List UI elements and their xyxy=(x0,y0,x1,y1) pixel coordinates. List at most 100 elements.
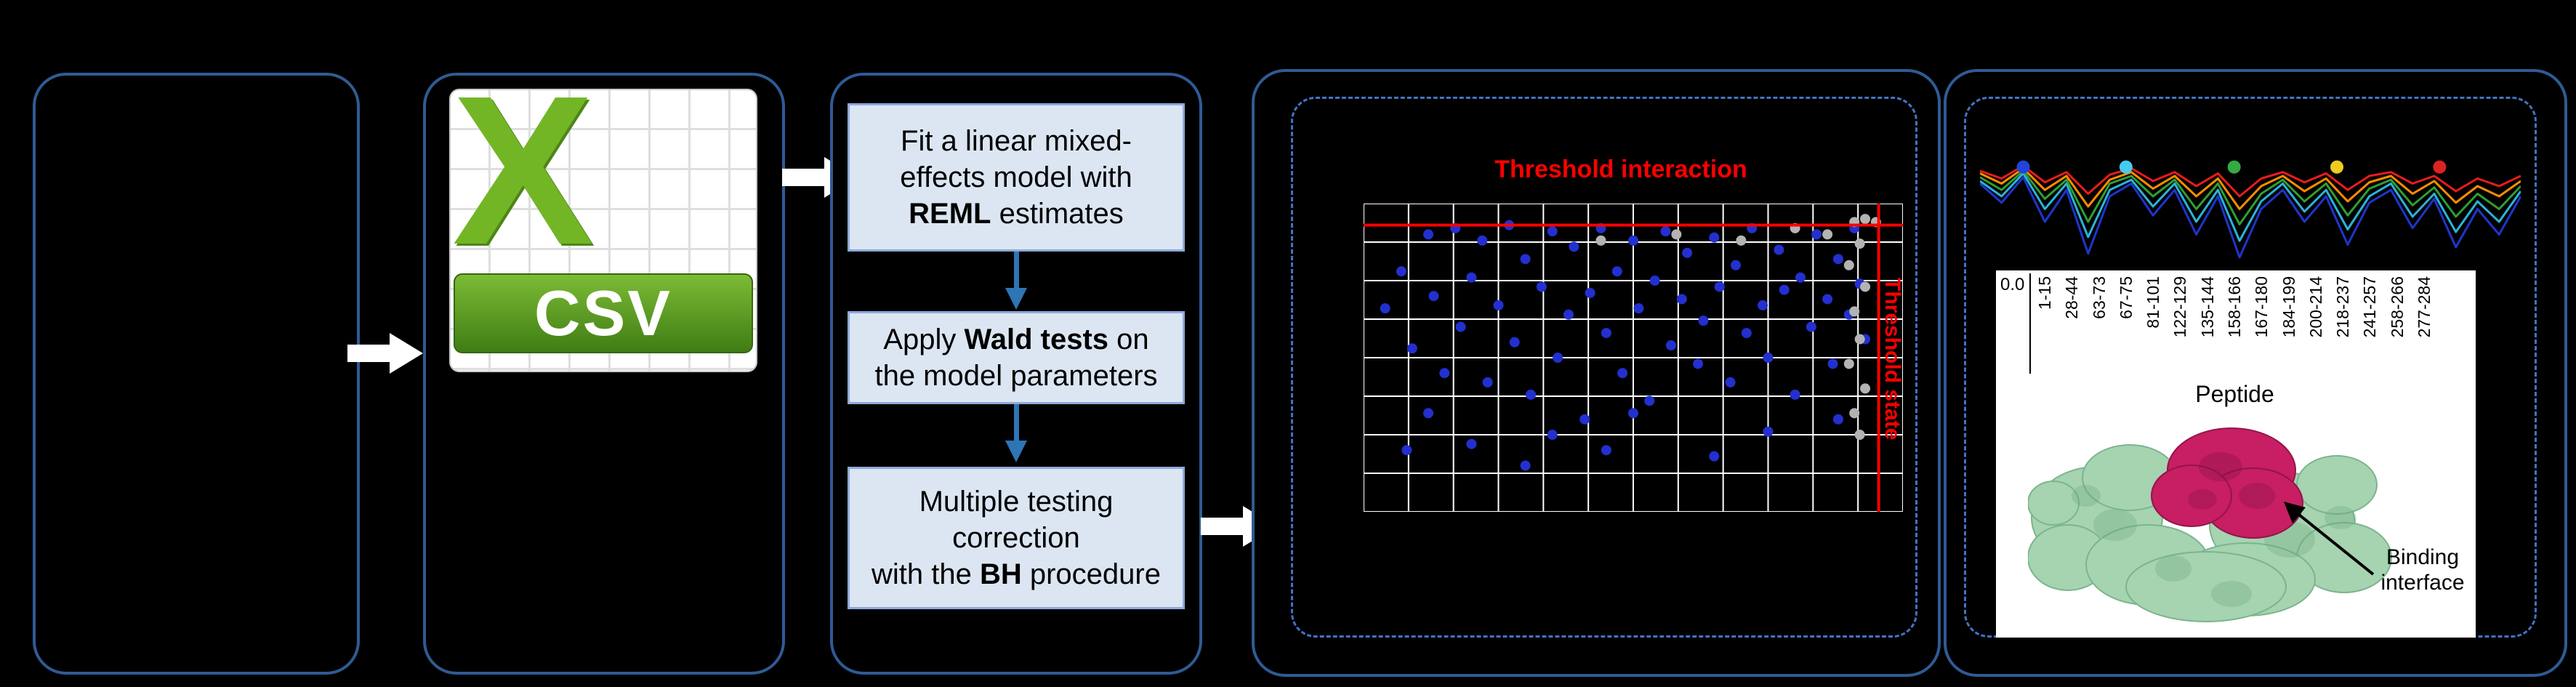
scatter-point-significant xyxy=(1730,260,1741,270)
scatter-point-significant xyxy=(1676,294,1687,305)
scatter-point-significant xyxy=(1406,343,1417,354)
scatter-point-non-significant xyxy=(1843,358,1854,369)
peptide-tick: 158-166 xyxy=(2224,276,2244,338)
scatter-point-significant xyxy=(1439,368,1450,379)
scatter-point-significant xyxy=(1806,321,1816,332)
scatter-point-significant xyxy=(1774,244,1784,255)
scatter-point-non-significant xyxy=(1854,430,1865,440)
scatter-point-significant xyxy=(1832,414,1843,425)
csv-banner-label: CSV xyxy=(534,277,672,349)
scatter-point-non-significant xyxy=(1849,306,1860,317)
scatter-point-non-significant xyxy=(1854,238,1865,249)
scatter-point-significant xyxy=(1714,281,1725,292)
step-box-wald: Apply Wald tests on the model parameters xyxy=(848,311,1185,404)
scatter-point-significant xyxy=(1509,337,1520,347)
peptide-tick: 135-144 xyxy=(2197,276,2217,338)
scatter-point-significant xyxy=(1423,229,1434,240)
panel-input xyxy=(33,73,360,675)
step-text-reml: Fit a linear mixed- effects model with R… xyxy=(900,125,1132,230)
scatter-point-significant xyxy=(1401,445,1412,456)
scatter-point-significant xyxy=(1779,284,1790,295)
scatter-point-non-significant xyxy=(1736,235,1747,246)
scatter-point-significant xyxy=(1466,438,1477,449)
scatter-point-significant xyxy=(1741,328,1752,339)
down-arrow-2 xyxy=(1005,404,1027,462)
scatter-point-non-significant xyxy=(1860,281,1871,292)
condition-dot xyxy=(2119,160,2133,174)
peptide-tick: 241-257 xyxy=(2360,276,2380,338)
step-text-bh: Multiple testing correction with the BH … xyxy=(872,486,1161,590)
scatter-point-non-significant xyxy=(1822,229,1833,240)
scatter-point-significant xyxy=(1693,358,1704,369)
uptake-line-chart xyxy=(1980,160,2521,259)
scatter-point-significant xyxy=(1811,229,1822,240)
scatter-point-significant xyxy=(1665,340,1676,351)
csv-file-icon: X CSV xyxy=(449,89,757,372)
scatter-point-significant xyxy=(1628,235,1638,246)
peptide-tick: 1-15 xyxy=(2035,276,2054,310)
scatter-point-significant xyxy=(1428,291,1439,302)
uptake-line-cyan xyxy=(1980,172,2521,242)
volcano-scatter-plot xyxy=(1364,204,1903,512)
scatter-point-significant xyxy=(1380,303,1390,314)
scatter-point-significant xyxy=(1617,368,1628,379)
scatter-point-significant xyxy=(1628,408,1638,419)
scatter-point-significant xyxy=(1822,294,1833,305)
scatter-point-significant xyxy=(1520,254,1531,265)
scatter-point-significant xyxy=(1536,281,1547,292)
scatter-point-significant xyxy=(1601,445,1611,456)
panel-volcano xyxy=(1252,69,1941,677)
scatter-point-non-significant xyxy=(1843,260,1854,270)
y-axis-line xyxy=(2029,273,2031,374)
uptake-line-red xyxy=(1980,164,2521,198)
excel-x-glyph: X xyxy=(452,89,594,289)
scatter-point-significant xyxy=(1569,241,1579,252)
scatter-point-significant xyxy=(1827,358,1838,369)
scatter-point-significant xyxy=(1709,451,1720,462)
peptide-axis-label: Peptide xyxy=(2195,381,2274,407)
peptide-tick: 81-101 xyxy=(2144,276,2163,329)
scatter-point-non-significant xyxy=(1860,214,1871,225)
peptide-tick: 67-75 xyxy=(2116,276,2136,319)
scatter-point-significant xyxy=(1563,309,1574,320)
flow-arrow-1 xyxy=(347,333,423,374)
uptake-line-green xyxy=(1980,169,2521,225)
scatter-point-significant xyxy=(1633,303,1644,314)
scatter-point-significant xyxy=(1790,389,1800,400)
volcano-title: Threshold interaction xyxy=(1494,156,1747,183)
down-arrow-1 xyxy=(1005,252,1027,310)
step-box-reml: Fit a linear mixed- effects model with R… xyxy=(848,103,1185,252)
scatter-point-significant xyxy=(1763,426,1774,437)
volcano-side-label: Threshold state xyxy=(1880,278,1904,441)
protein-structure-image xyxy=(2028,427,2392,622)
panel-volcano-dashed xyxy=(1291,97,1917,638)
y-axis-tick: 0.0 xyxy=(2000,275,2025,294)
scatter-point-significant xyxy=(1553,353,1563,363)
scatter-point-significant xyxy=(1709,232,1720,243)
scatter-point-significant xyxy=(1423,408,1434,419)
scatter-point-significant xyxy=(1795,272,1806,283)
scatter-point-non-significant xyxy=(1860,383,1871,394)
scatter-point-significant xyxy=(1547,226,1558,237)
scatter-point-significant xyxy=(1832,254,1843,265)
scatter-point-significant xyxy=(1396,266,1406,277)
scatter-point-significant xyxy=(1477,235,1488,246)
uptake-line-blue xyxy=(1980,176,2521,259)
binding-interface-region xyxy=(2151,427,2303,539)
peptide-tick: 200-214 xyxy=(2306,276,2325,338)
peptide-tick: 122-129 xyxy=(2170,276,2190,338)
scatter-point-significant xyxy=(1601,328,1611,339)
step-box-bh: Multiple testing correction with the BH … xyxy=(848,467,1185,609)
scatter-point-significant xyxy=(1482,377,1493,387)
scatter-point-significant xyxy=(1698,316,1709,326)
scatter-point-significant xyxy=(1466,272,1477,283)
scatter-point-significant xyxy=(1644,395,1655,406)
condition-dot xyxy=(2433,160,2447,174)
scatter-point-significant xyxy=(1611,266,1622,277)
condition-dot xyxy=(2016,160,2030,174)
binding-interface-arrow xyxy=(2284,502,2375,576)
scatter-point-significant xyxy=(1649,276,1660,286)
peptide-tick: 167-180 xyxy=(2252,276,2271,338)
